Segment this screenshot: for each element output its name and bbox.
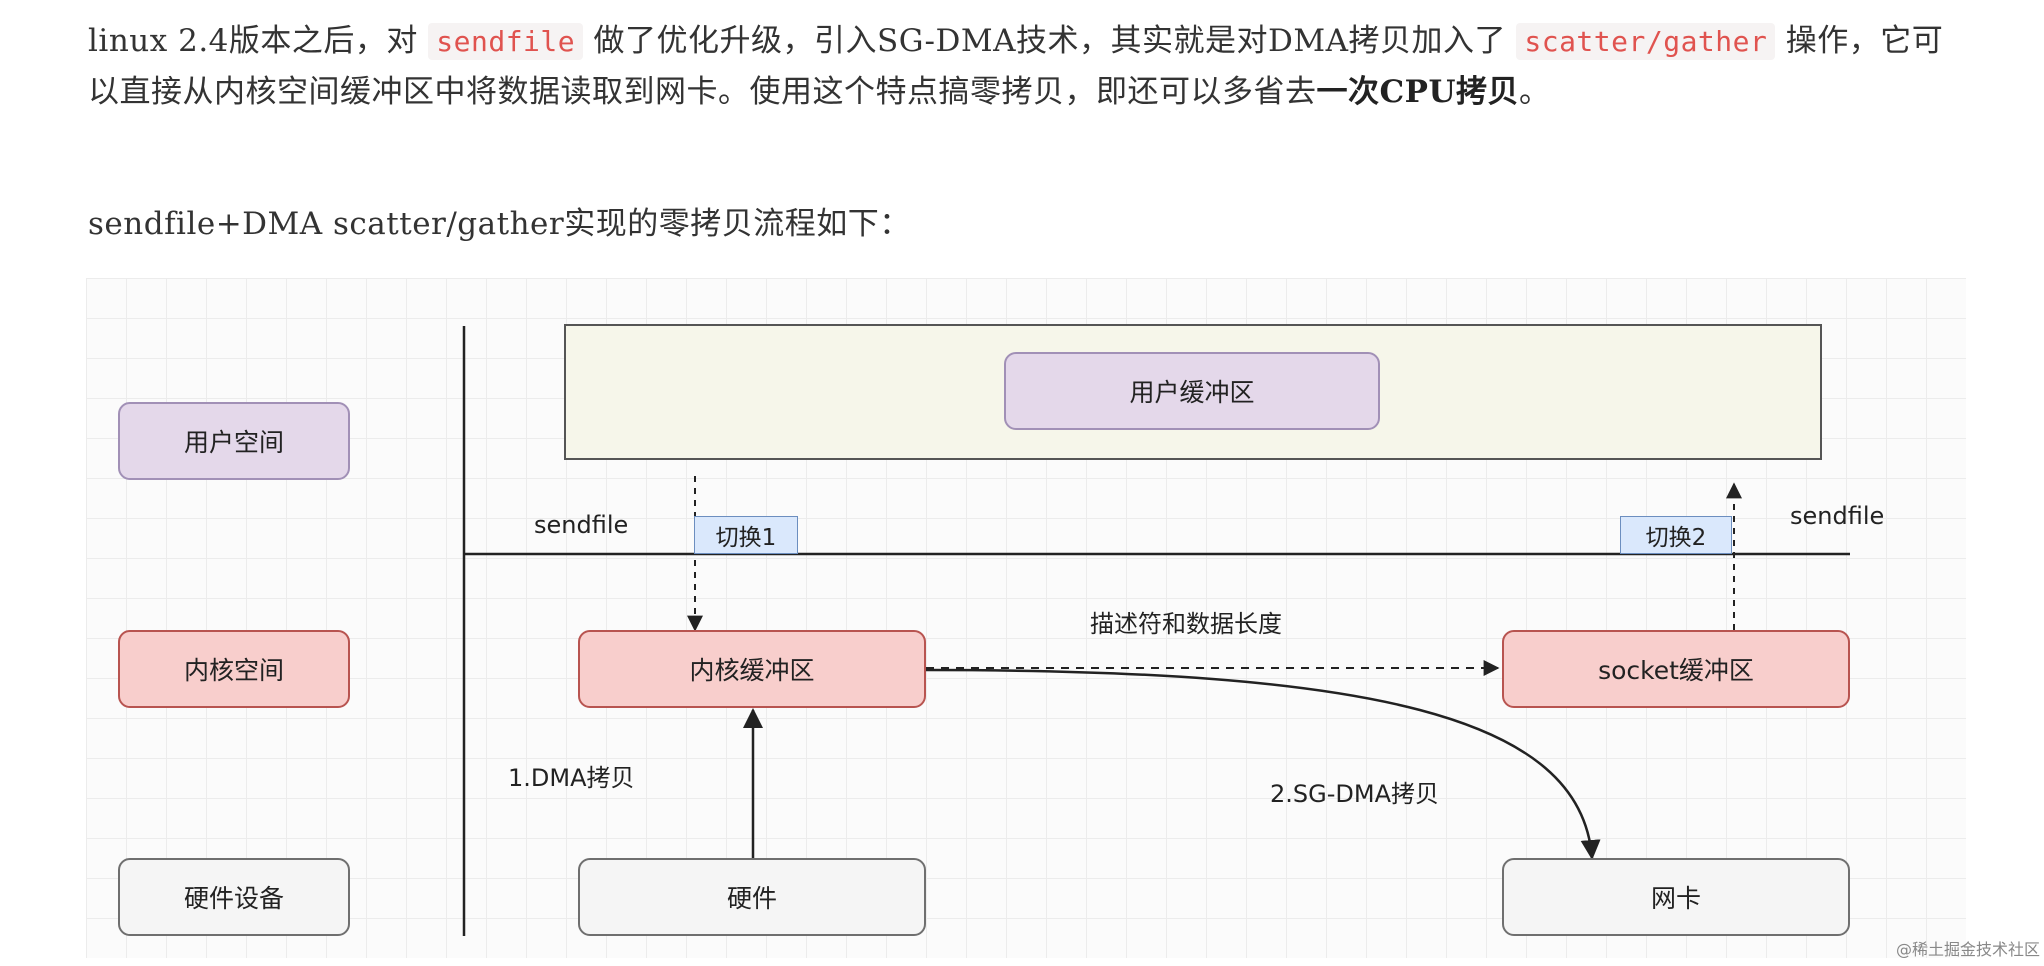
user-space-label: 用户空间 (118, 402, 350, 480)
nic-box: 网卡 (1502, 858, 1850, 936)
user-buffer-box: 用户缓冲区 (1004, 352, 1380, 430)
kernel-space-label: 内核空间 (118, 630, 350, 708)
intro-text-a: linux 2.4版本之后，对 (88, 23, 429, 59)
zero-copy-diagram: 用户空间 内核空间 硬件设备 用户缓冲区 sendfile 切换1 切换2 se… (86, 278, 1966, 958)
flow-intro-paragraph: sendfile+DMA scatter/gather实现的零拷贝流程如下： (88, 206, 911, 242)
hardware-box: 硬件 (578, 858, 926, 936)
inline-code-sendfile: sendfile (428, 23, 584, 60)
sendfile-label-right: sendfile (1790, 502, 1885, 530)
intro-bold-text: 一次CPU拷贝 (1316, 74, 1520, 110)
socket-buffer-box: socket缓冲区 (1502, 630, 1850, 708)
dma-copy-label: 1.DMA拷贝 (508, 764, 635, 792)
descriptor-length-label: 描述符和数据长度 (1090, 610, 1282, 638)
switch-2-tag: 切换2 (1620, 516, 1732, 554)
hardware-device-label: 硬件设备 (118, 858, 350, 936)
intro-paragraph: linux 2.4版本之后，对 sendfile 做了优化升级，引入SG-DMA… (88, 16, 1968, 117)
sendfile-label-left: sendfile (534, 511, 629, 539)
inline-code-scatter-gather: scatter/gather (1516, 23, 1776, 60)
watermark: @稀土掘金技术社区 (1895, 940, 2040, 959)
sg-dma-copy-arrow (925, 668, 1601, 860)
diagram-lines (462, 326, 1850, 936)
switch-1-tag: 切换1 (694, 516, 798, 554)
intro-text-d: 。 (1519, 74, 1551, 110)
kernel-buffer-box: 内核缓冲区 (578, 630, 926, 708)
intro-text-b: 做了优化升级，引入SG-DMA技术，其实就是对DMA拷贝加入了 (583, 23, 1517, 59)
sg-dma-copy-label: 2.SG-DMA拷贝 (1270, 780, 1439, 808)
intro-text-c: 操作，它可以直接从内核空间缓冲区中将数据读取到网卡。使用这个特点搞零拷贝，即还可… (88, 23, 1944, 110)
